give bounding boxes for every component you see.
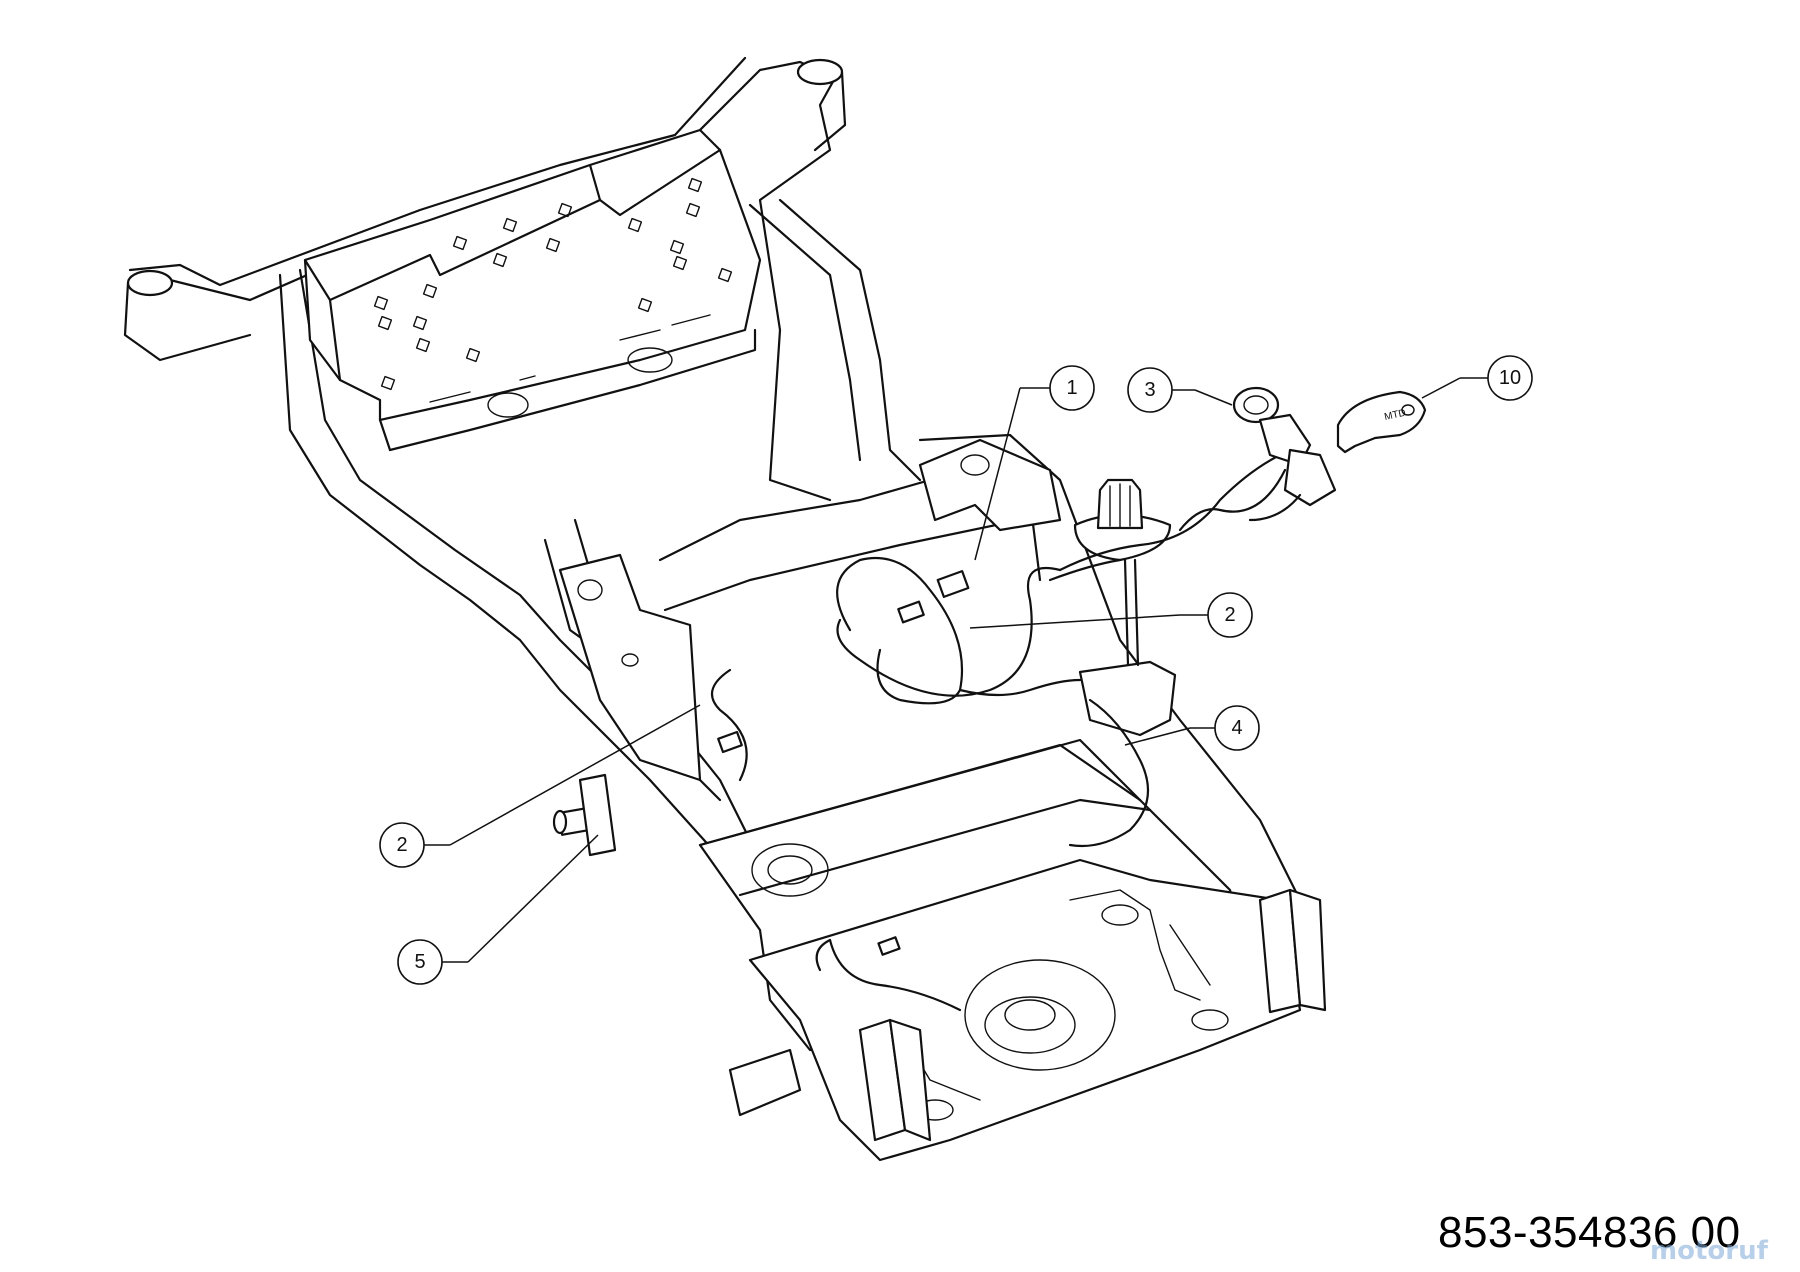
callout-4: 4: [1214, 705, 1260, 751]
upper-frame: [123, 56, 922, 882]
callout-10: 10: [1487, 355, 1533, 401]
callout-2a-label: 2: [1224, 604, 1235, 626]
callout-10-label: 10: [1499, 367, 1521, 389]
callout-3-label: 3: [1144, 379, 1155, 401]
key-engraving: MTD: [1383, 408, 1406, 423]
callout-1: 1: [1049, 365, 1095, 411]
ignition-key: MTD: [1336, 390, 1427, 454]
callout-5: 5: [397, 939, 443, 985]
brake-shaft: [552, 773, 617, 857]
callout-2a: 2: [1207, 592, 1253, 638]
watermark-logo: motoruf: [1650, 1236, 1768, 1266]
ignition-switch: [1178, 386, 1337, 532]
right-control-bracket: [918, 438, 1062, 532]
callout-2b-label: 2: [396, 834, 407, 856]
part-number: 853-354836 00: [1438, 1208, 1741, 1257]
front-console-bracket: [558, 553, 702, 782]
wiring-harness: [710, 453, 1282, 1012]
seat-plate-holes: [373, 177, 733, 391]
seat-mounting-plate: [303, 128, 762, 452]
callout-2b: 2: [379, 822, 425, 868]
callout-3: 3: [1127, 367, 1173, 413]
callout-leaders: [424, 377, 1488, 963]
callout-5-label: 5: [414, 951, 425, 973]
throttle-control: [1073, 478, 1172, 667]
right-support-box: [1078, 660, 1177, 737]
callout-4-label: 4: [1231, 717, 1242, 739]
callout-1-label: 1: [1066, 377, 1077, 399]
rear-brackets: [728, 888, 1327, 1142]
